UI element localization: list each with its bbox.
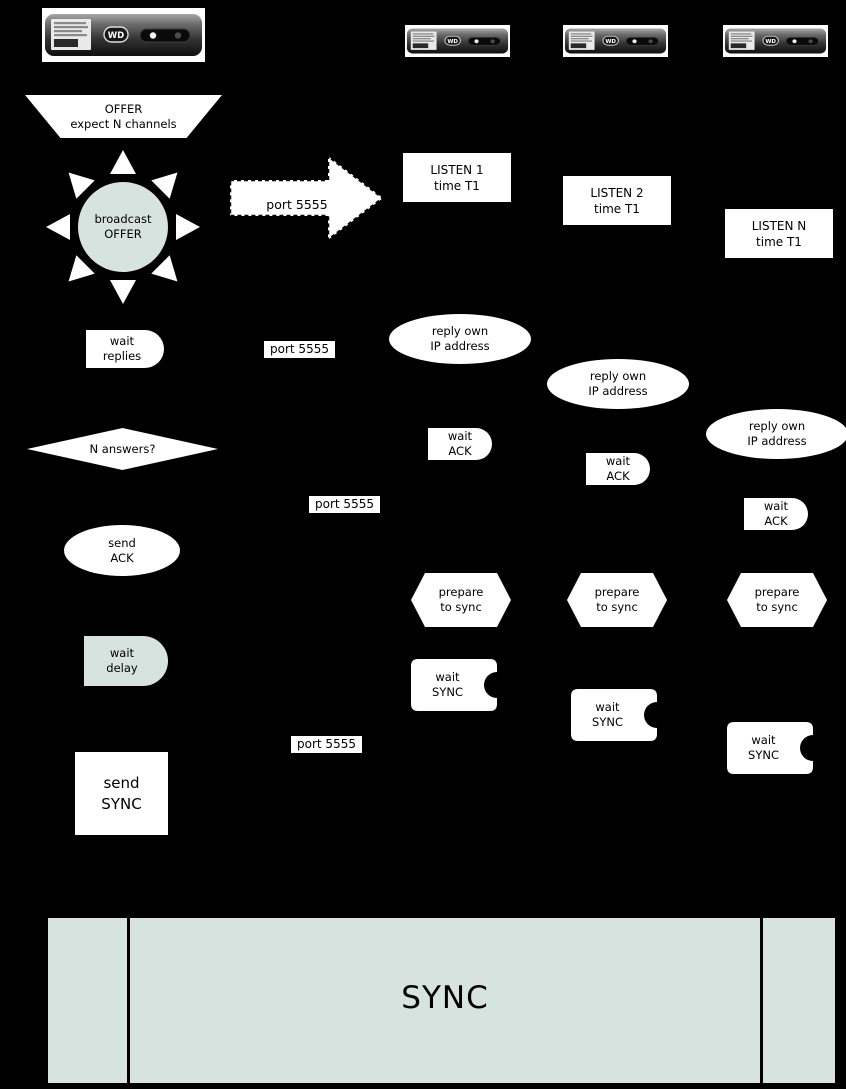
arrow-port-label: port 5555 bbox=[266, 197, 328, 212]
port-label-2: port 5555 bbox=[309, 496, 380, 513]
listen1-time: time T1 bbox=[434, 178, 480, 193]
wd-device-icon: WD bbox=[405, 25, 510, 57]
wd-logo: WD bbox=[765, 39, 776, 45]
wait-sync1-node: wait SYNC bbox=[411, 659, 497, 711]
listen1-box: LISTEN 1 time T1 bbox=[403, 153, 511, 202]
wd-server-device-image: WD bbox=[42, 8, 205, 62]
listenN-label: LISTEN N bbox=[751, 218, 807, 233]
broadcast-offer-node: broadcast OFFER bbox=[78, 182, 168, 272]
wait-sync2-node: wait SYNC bbox=[571, 689, 657, 741]
wd-device-icon: WD bbox=[42, 8, 205, 62]
listenN-time: time T1 bbox=[756, 234, 802, 249]
wait-ackN-node: wait ACK bbox=[744, 498, 808, 530]
notched-wait-shape bbox=[727, 722, 813, 774]
notched-wait-shape bbox=[571, 689, 657, 741]
wd-device-icon: WD bbox=[563, 25, 668, 57]
sync-timeline-bar: SYNC bbox=[48, 918, 835, 1083]
reply-ip2-node: reply own IP address bbox=[547, 359, 689, 409]
send-ack-node: send ACK bbox=[64, 525, 180, 576]
wd-logo: WD bbox=[108, 31, 124, 41]
wait-ack1-node: wait ACK bbox=[428, 428, 492, 460]
send-sync-node: send SYNC bbox=[75, 752, 168, 835]
wait-syncN-node: wait SYNC bbox=[727, 722, 813, 774]
listenN-box: LISTEN N time T1 bbox=[725, 209, 833, 258]
broadcast-sun-icon bbox=[46, 150, 200, 304]
listen1-label: LISTEN 1 bbox=[430, 162, 484, 177]
wait-replies-node: wait replies bbox=[86, 330, 164, 368]
broadcast-label-line1: broadcast bbox=[94, 212, 152, 226]
reply-ip1-node: reply own IP address bbox=[389, 314, 531, 364]
prepare-sync2-node: prepare to sync bbox=[567, 573, 667, 627]
wd-logo: WD bbox=[447, 39, 458, 45]
offer-subtitle: expect N channels bbox=[70, 116, 177, 131]
wd-clientN-device-image: WD bbox=[723, 25, 828, 57]
n-answers-decision: N answers? bbox=[27, 428, 218, 470]
wd-client1-device-image: WD bbox=[405, 25, 510, 57]
listen2-box: LISTEN 2 time T1 bbox=[563, 176, 671, 225]
wd-client2-device-image: WD bbox=[563, 25, 668, 57]
sync-bar-divider-right bbox=[760, 918, 763, 1083]
prepare-syncN-node: prepare to sync bbox=[727, 573, 827, 627]
broadcast-arrow-icon bbox=[228, 153, 386, 243]
wd-device-icon: WD bbox=[723, 25, 828, 57]
port-label-3: port 5555 bbox=[291, 736, 362, 753]
prepare-sync1-node: prepare to sync bbox=[411, 573, 511, 627]
sync-bar-divider-left bbox=[127, 918, 130, 1083]
reply-ipN-node: reply own IP address bbox=[706, 409, 846, 459]
port-label-1: port 5555 bbox=[264, 341, 335, 358]
wait-delay-node: wait delay bbox=[84, 636, 168, 686]
offer-title: OFFER bbox=[104, 101, 143, 116]
broadcast-label-line2: OFFER bbox=[104, 227, 142, 241]
offer-banner: OFFER expect N channels bbox=[25, 95, 222, 138]
listen2-time: time T1 bbox=[594, 201, 640, 216]
notched-wait-shape bbox=[411, 659, 497, 711]
wd-logo: WD bbox=[605, 39, 616, 45]
wait-ack2-node: wait ACK bbox=[586, 453, 650, 485]
listen2-label: LISTEN 2 bbox=[590, 185, 644, 200]
sync-bar-label: SYNC bbox=[401, 979, 489, 1016]
